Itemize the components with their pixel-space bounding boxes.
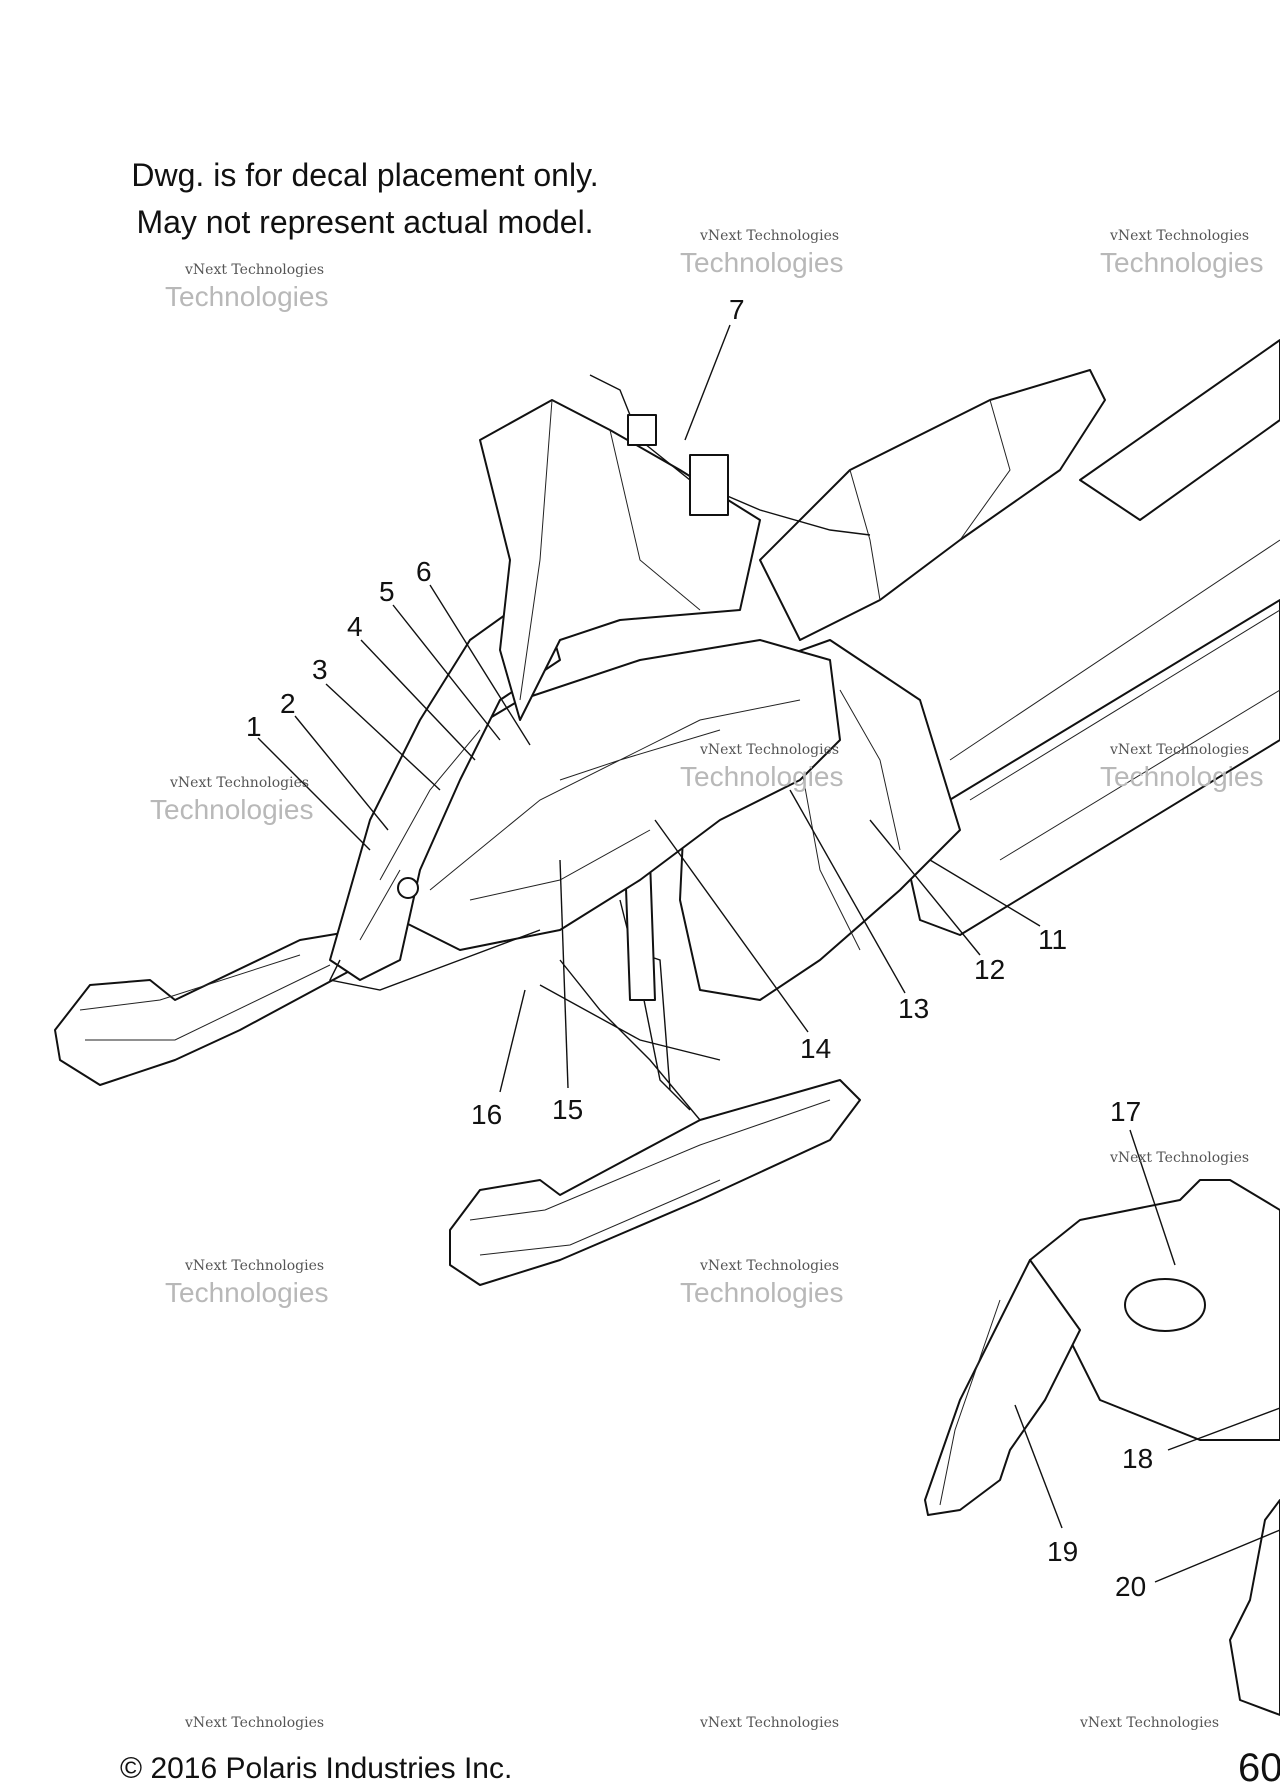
watermark: Technologies xyxy=(680,761,844,792)
watermark: vNext Technologies xyxy=(170,775,310,791)
tunnel xyxy=(899,599,1280,936)
watermark: Technologies xyxy=(680,247,844,278)
watermark: Technologies xyxy=(1100,247,1264,278)
callout-14: 14 xyxy=(800,1033,831,1064)
callout-3: 3 xyxy=(312,654,328,685)
watermark: vNext Technologies xyxy=(700,742,840,758)
watermark: vNext Technologies xyxy=(185,1258,325,1274)
seat xyxy=(759,369,1106,641)
nose-emblem xyxy=(397,877,419,899)
watermark: vNext Technologies xyxy=(1110,742,1250,758)
callout-5: 5 xyxy=(379,576,395,607)
callout-13: 13 xyxy=(898,993,929,1024)
callout-20: 20 xyxy=(1115,1571,1146,1602)
watermark: vNext Technologies xyxy=(1080,1715,1220,1731)
callout-19: 19 xyxy=(1047,1536,1078,1567)
callout-6: 6 xyxy=(416,556,432,587)
front-suspension xyxy=(539,899,721,1121)
side-panel-detail xyxy=(924,1179,1280,1716)
watermark: vNext Technologies xyxy=(1110,228,1250,244)
callout-4: 4 xyxy=(347,611,363,642)
watermark: vNext Technologies xyxy=(185,1715,325,1731)
watermark: Technologies xyxy=(165,281,329,312)
watermark: Technologies xyxy=(1100,761,1264,792)
watermark: vNext Technologies xyxy=(1110,1150,1250,1166)
note-line-2: May not represent actual model. xyxy=(136,204,594,240)
note-line-1: Dwg. is for decal placement only. xyxy=(131,157,599,193)
callout-15: 15 xyxy=(552,1094,583,1125)
front-bumper xyxy=(328,929,541,991)
watermark: vNext Technologies xyxy=(185,262,325,278)
callout-2: 2 xyxy=(280,688,296,719)
watermark: Technologies xyxy=(680,1277,844,1308)
mirror-box xyxy=(689,454,729,516)
watermark: Technologies xyxy=(150,794,314,825)
watermark: vNext Technologies xyxy=(700,228,840,244)
callout-12: 12 xyxy=(974,954,1005,985)
callout-1: 1 xyxy=(246,711,262,742)
callouts: 1 2 3 4 5 6 7 11 12 13 14 15 16 17 18 19… xyxy=(246,294,1153,1602)
hood xyxy=(369,639,841,951)
copyright: © 2016 Polaris Industries Inc. xyxy=(120,1752,513,1785)
callout-18: 18 xyxy=(1122,1443,1153,1474)
snowmobile-illustration xyxy=(54,339,1280,1286)
watermark: vNext Technologies xyxy=(700,1258,840,1274)
leader-lines xyxy=(257,324,1280,1583)
callout-11: 11 xyxy=(1038,924,1067,955)
right-ski xyxy=(449,1079,861,1286)
watermark: Technologies xyxy=(165,1277,329,1308)
callout-7: 7 xyxy=(729,294,745,325)
page-number: 60 xyxy=(1238,1746,1280,1790)
watermark: vNext Technologies xyxy=(700,1715,840,1731)
callout-16: 16 xyxy=(471,1099,502,1130)
callout-17: 17 xyxy=(1110,1096,1141,1127)
